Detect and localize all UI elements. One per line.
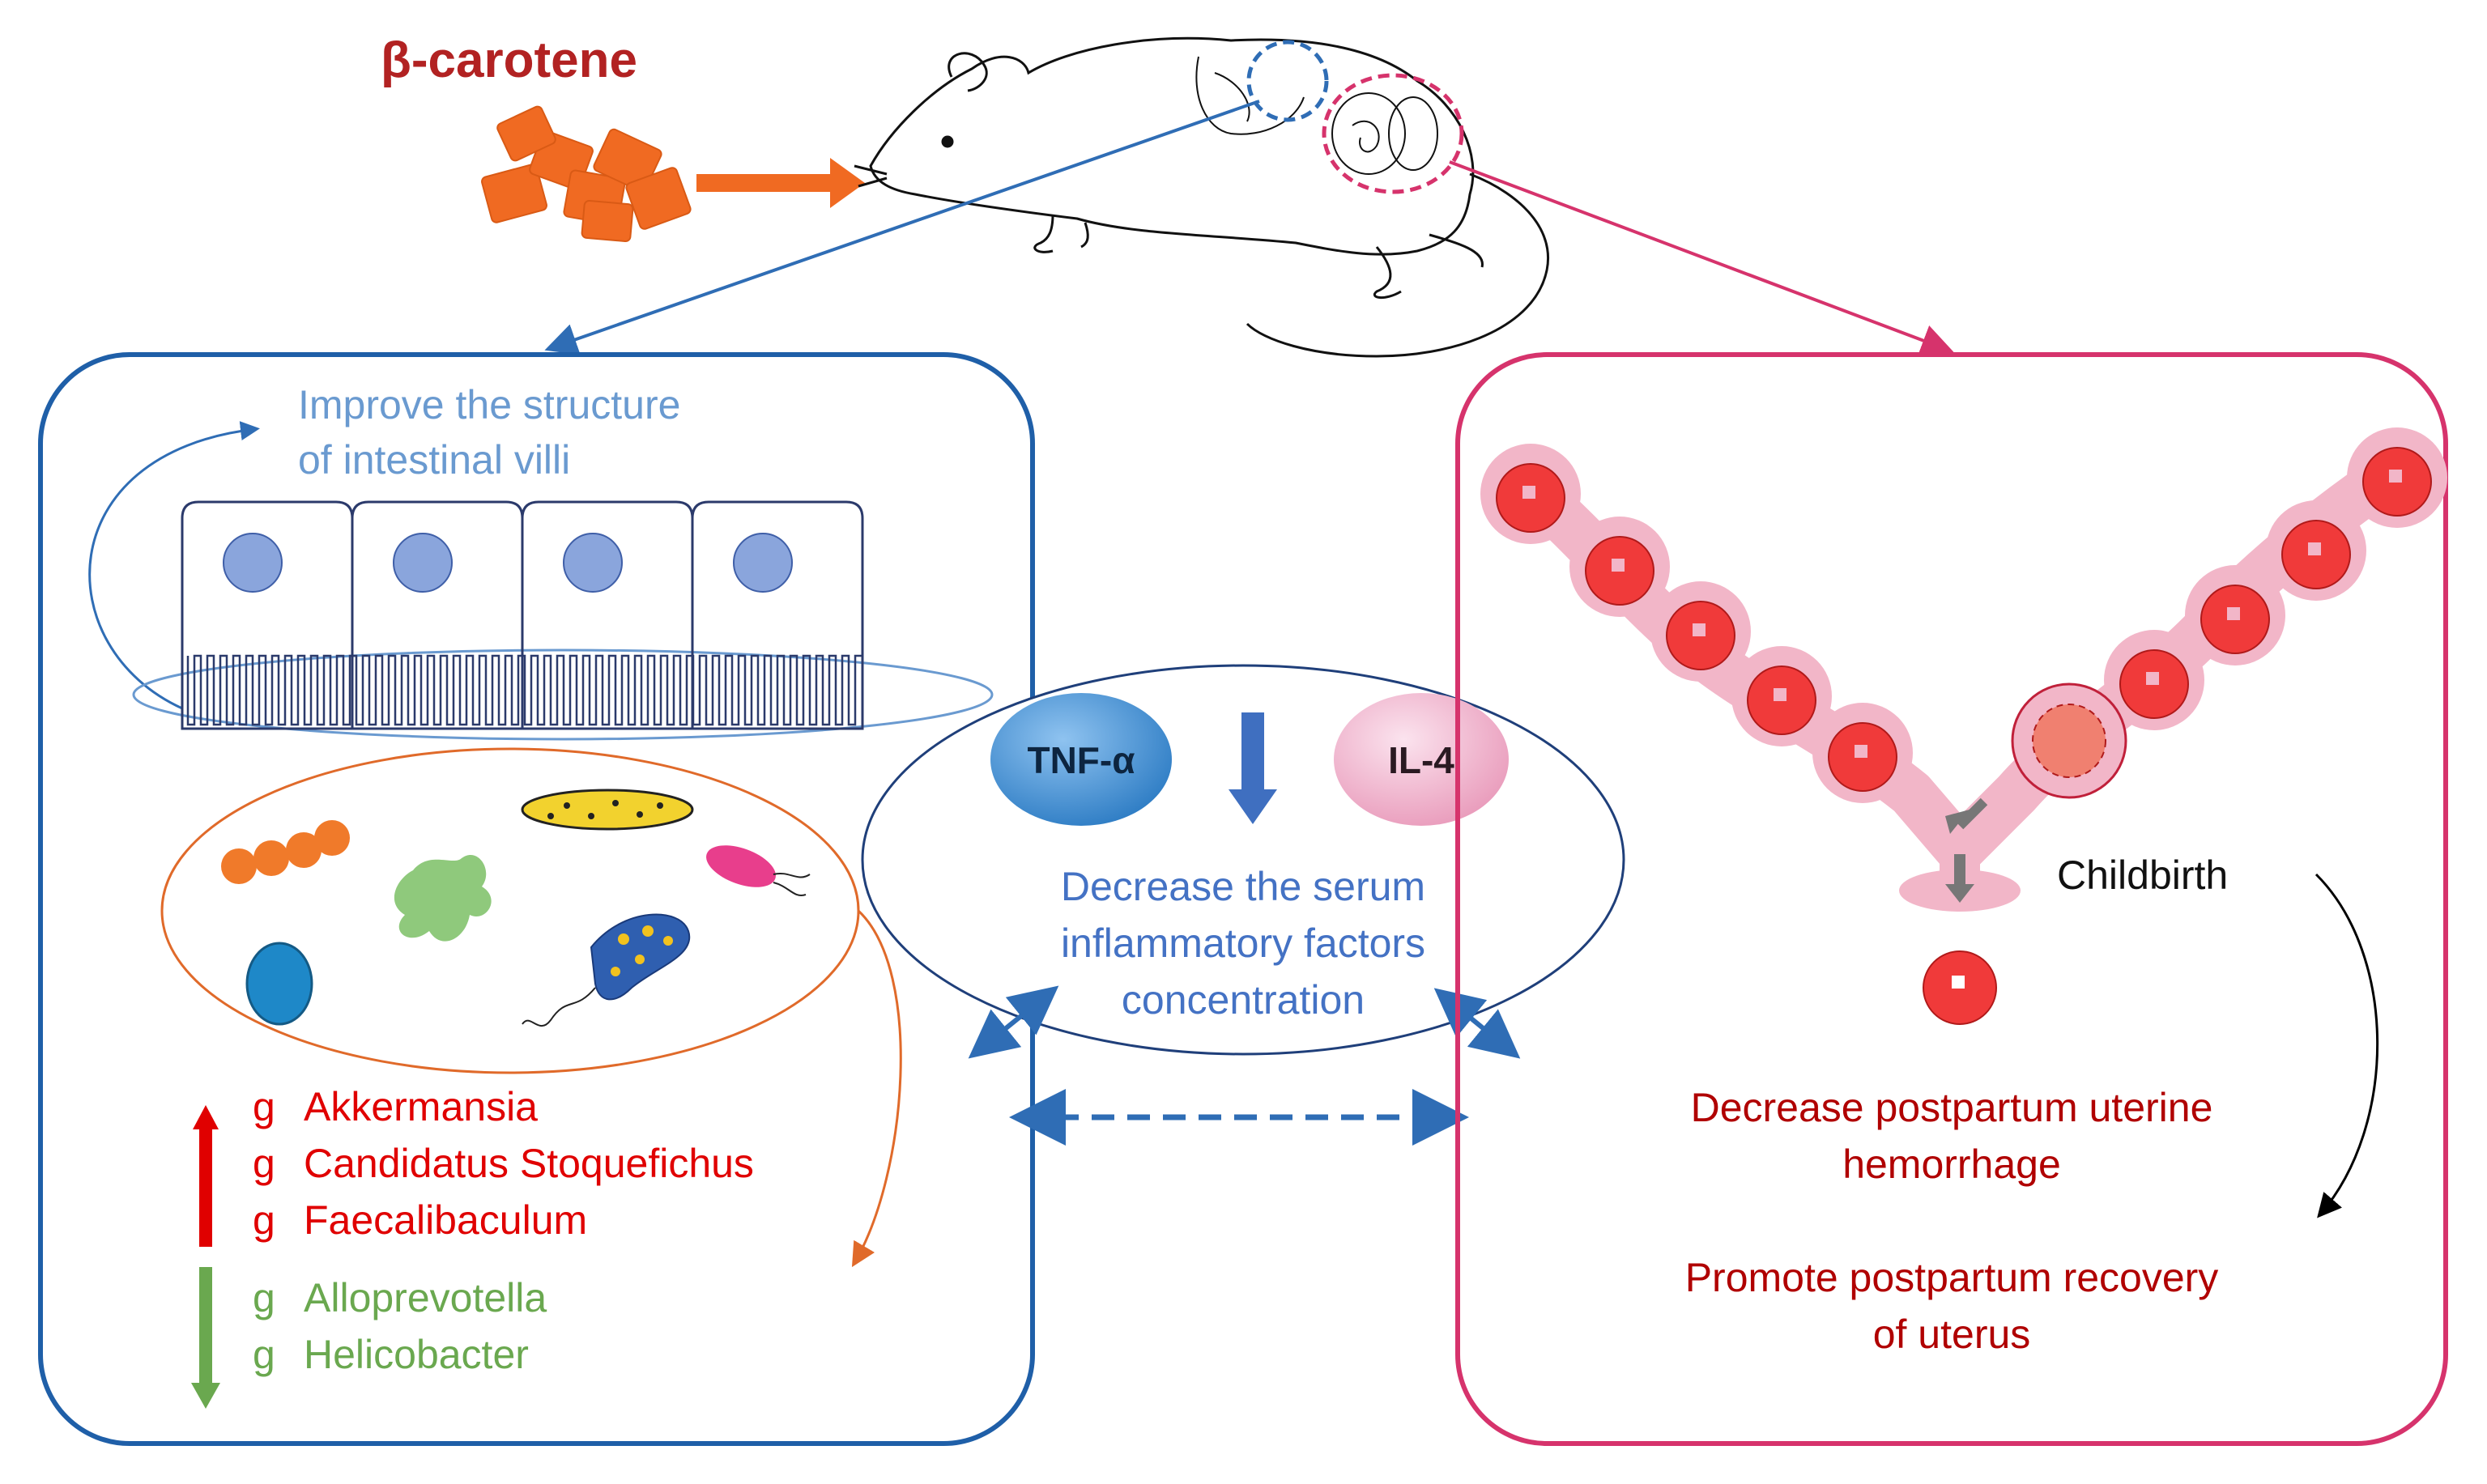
villi-caption-line-2: of intestinal villi [298,437,570,483]
serum-text-line-2: inflammatory factors [1061,921,1425,966]
connector-left-serum [968,985,1059,1059]
beta-carotene-title: β-carotene [381,32,637,88]
childbirth-curved-arrow [2315,873,2379,1218]
bacteria-pink-flagellate-icon [706,845,811,896]
intestinal-villi-illustration [132,500,994,741]
uterus-panel [1455,352,2448,1446]
outcome-1-line-1: Decrease postpartum uterine [1691,1085,2213,1130]
decreased-taxa-list: g Alloprevotella g Helicobacter [253,1275,547,1377]
microvilli-wave [186,654,862,726]
outcome-2-line-2: of uterus [1873,1312,2031,1357]
outcome-2-line-1: Promote postpartum recovery [1685,1255,2219,1300]
decrease-down-arrow-icon [1229,712,1277,824]
bacteria-blue-coccus-icon [245,942,313,1026]
villi-caption-line-1: Improve the structure [298,382,680,427]
intestine-highlight [1246,40,1329,122]
taxon-akkermansia: Akkermansia [304,1084,538,1129]
taxon-faecalibaculum: Faecalibaculum [304,1197,587,1243]
taxon-alloprevotella: Alloprevotella [304,1275,547,1320]
taxon-prefix: g [253,1332,275,1377]
childbirth-label: Childbirth [2057,853,2228,898]
il-4-bubble [1334,693,1509,826]
increase-arrow-icon [193,1105,219,1247]
uterus-highlight [1322,73,1464,194]
pregnant-mouse-illustration [854,36,1549,358]
taxon-candidatus-stoquefichus: Candidatus Stoquefichus [304,1141,754,1186]
arrow-to-uterus-box [1449,160,1954,356]
serum-text-line-1: Decrease the serum [1061,864,1425,909]
taxon-prefix: g [253,1141,275,1186]
taxon-prefix: g [253,1197,275,1243]
microbiota-arrow [851,909,902,1268]
il-4-label: IL-4 [1388,739,1454,781]
beta-carotene-pellets-icon [481,105,692,243]
feeding-arrow [696,158,865,208]
taxon-prefix: g [253,1084,275,1129]
tnf-alpha-label: TNF-α [1027,739,1135,781]
uterine-horns-illustration [1480,427,2447,1025]
serum-text-line-3: concentration [1122,977,1365,1023]
bacteria-green-amoeba-icon [394,854,492,942]
villi-curved-arrow [88,421,260,710]
arrow-to-intestine-box [544,100,1260,355]
tnf-alpha-bubble [990,693,1172,826]
increased-taxa-list: g Akkermansia g Candidatus Stoquefichus … [253,1084,754,1243]
connector-right-serum [1433,988,1521,1059]
taxon-helicobacter: Helicobacter [304,1332,529,1377]
microbiota-ellipse [160,747,860,1074]
bacteria-chain-icon [221,820,350,884]
decrease-arrow-icon [191,1267,220,1409]
bacteria-spirillum-icon [522,913,691,1027]
outcome-1-line-2: hemorrhage [1842,1142,2061,1187]
bacteria-yellow-rod-icon [521,789,694,831]
taxon-prefix: g [253,1275,275,1320]
